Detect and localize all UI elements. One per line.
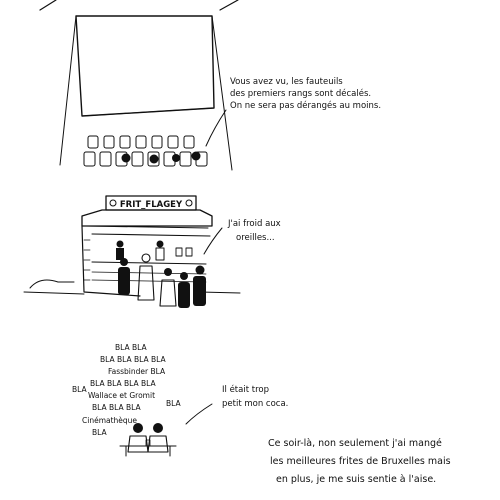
talk-scene: BLA BLA BLA BLA BLA BLA Fassbinder BLA B…	[72, 343, 288, 457]
coca-speech-line-1: Il était trop	[222, 384, 269, 395]
caption-block: Ce soir-là, non seulement j'ai mangé les…	[268, 438, 451, 485]
caption-line-2: les meilleures frites de Bruxelles mais	[270, 456, 451, 467]
kiosk-sign-text: FRIT_FLAGEY	[120, 200, 183, 210]
bla-line-6: BLA BLA BLA	[92, 403, 142, 412]
table-people	[119, 423, 177, 457]
bla-left: BLA	[72, 385, 87, 394]
cinema-speech-line-2: des premiers rangs sont décalés.	[230, 88, 371, 99]
bla-line-7: Cinémathèque	[82, 416, 137, 425]
bla-line-3: Fassbinder BLA	[108, 367, 166, 376]
caption-line-1: Ce soir-là, non seulement j'ai mangé	[268, 438, 442, 449]
coca-speech-line-2: petit mon coca.	[222, 399, 288, 409]
caption-line-3: en plus, je me suis sentie à l'aise.	[276, 474, 436, 485]
kiosk-speech-line-1: J'ai froid aux	[227, 219, 281, 229]
bla-line-2: BLA BLA BLA BLA	[100, 355, 167, 364]
kiosk-staff	[116, 240, 193, 261]
bla-right: BLA	[166, 399, 181, 408]
kiosk-speech-line-2: oreilles...	[236, 233, 275, 243]
cinema-scene: Vous avez vu, les fauteuils des premiers…	[39, 0, 381, 171]
queue-people	[118, 253, 206, 308]
cinema-seats	[83, 135, 208, 167]
audience-heads	[121, 151, 201, 164]
cinema-screen	[75, 15, 215, 117]
bla-line-8: BLA	[92, 428, 107, 437]
cinema-speech-line-1: Vous avez vu, les fauteuils	[230, 77, 343, 87]
bla-line-5: Wallace et Gromit	[88, 391, 155, 400]
bla-line-1: BLA BLA	[115, 343, 148, 352]
bla-text-block: BLA BLA BLA BLA BLA BLA Fassbinder BLA B…	[72, 343, 181, 437]
cinema-speech-line-3: On ne sera pas dérangés au moins.	[230, 100, 381, 111]
kiosk-scene: FRIT_FLAGEY	[23, 195, 281, 308]
bla-line-4: BLA BLA BLA BLA	[90, 379, 157, 388]
